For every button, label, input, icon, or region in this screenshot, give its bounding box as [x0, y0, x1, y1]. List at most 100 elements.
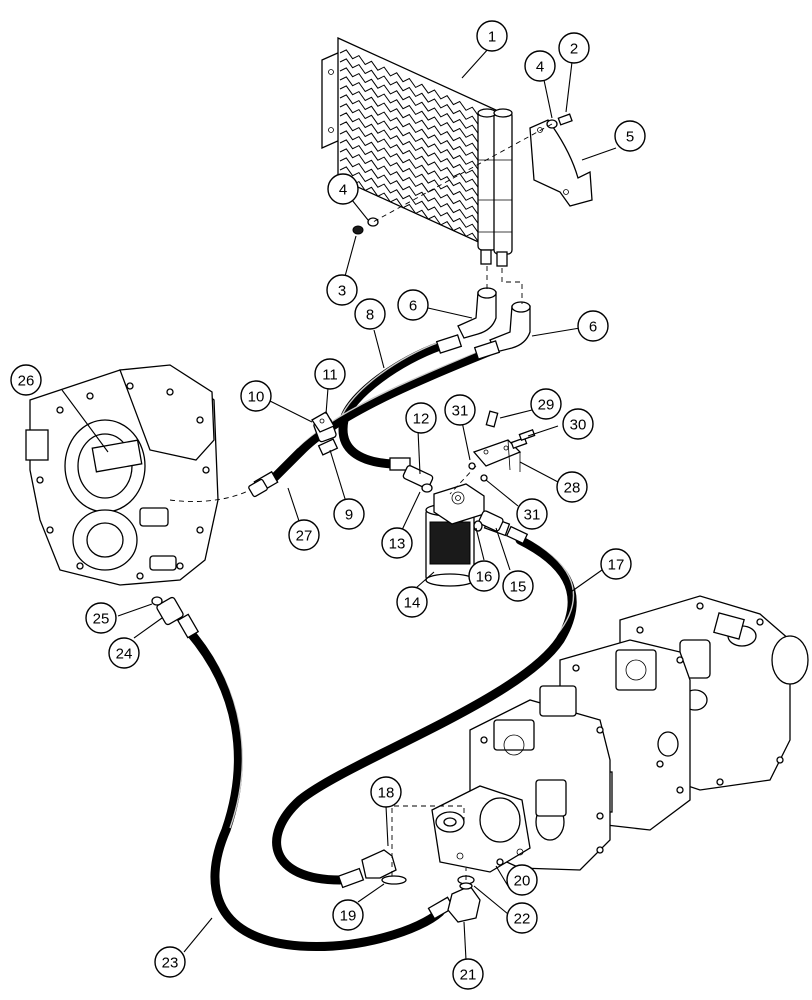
- callout-circle: [468, 560, 500, 592]
- callout-circle: [332, 899, 364, 931]
- callout-circle: [405, 402, 437, 434]
- callout-16: 16: [468, 560, 500, 592]
- callout-31a: 31: [444, 394, 476, 426]
- callout-circle: [154, 946, 186, 978]
- elbow-fittings: [457, 287, 531, 353]
- callout-number: 29: [538, 397, 555, 414]
- callout-18: 18: [370, 776, 402, 808]
- callout-6b: 6: [577, 310, 609, 342]
- callout-8: 8: [354, 298, 386, 330]
- callout-circle: [333, 498, 365, 530]
- callout-circle: [516, 498, 548, 530]
- callout-30: 30: [562, 408, 594, 440]
- callout-9: 9: [333, 498, 365, 530]
- hose-clamp: [311, 411, 339, 456]
- callout-number: 16: [476, 569, 493, 586]
- callout-number: 3: [338, 283, 346, 300]
- callout-number: 2: [570, 41, 578, 58]
- callout-14: 14: [396, 586, 428, 618]
- callout-number: 18: [378, 785, 395, 802]
- callout-number: 25: [93, 611, 110, 628]
- callout-number: 26: [18, 373, 35, 390]
- hydrostatic-pump-assembly: [431, 595, 809, 873]
- callout-4b: 4: [327, 173, 359, 205]
- callout-29: 29: [530, 388, 562, 420]
- callout-number: 15: [510, 579, 527, 596]
- callout-number: 24: [116, 646, 133, 663]
- callout-circle: [502, 570, 534, 602]
- callout-28: 28: [556, 471, 588, 503]
- callout-2: 2: [558, 32, 590, 64]
- callout-circle: [10, 364, 42, 396]
- callout-number: 13: [389, 536, 406, 553]
- callout-circle: [530, 388, 562, 420]
- callout-circle: [108, 637, 140, 669]
- callout-21: 21: [452, 958, 484, 990]
- callout-circle: [562, 408, 594, 440]
- callout-circle: [354, 298, 386, 330]
- washer-and-bolt: [352, 113, 573, 235]
- callout-26: 26: [10, 364, 42, 396]
- callout-circle: [476, 20, 508, 52]
- transmission-fitting: [151, 596, 184, 626]
- callout-number: 11: [322, 367, 338, 384]
- callout-22: 22: [506, 902, 538, 934]
- callout-4a: 4: [524, 50, 556, 82]
- callout-15: 15: [502, 570, 534, 602]
- callout-circle: [600, 548, 632, 580]
- callout-number: 5: [626, 129, 634, 146]
- oil-cooler: [321, 36, 513, 267]
- callout-24: 24: [108, 637, 140, 669]
- callout-circle: [556, 471, 588, 503]
- transmission-housing: [25, 364, 268, 586]
- mounting-bracket: [529, 119, 593, 207]
- callout-circle: [558, 32, 590, 64]
- callout-3: 3: [326, 274, 358, 306]
- callout-circle: [370, 776, 402, 808]
- callout-circle: [452, 958, 484, 990]
- callout-number: 27: [296, 528, 313, 545]
- callout-12: 12: [405, 402, 437, 434]
- callout-circle: [396, 586, 428, 618]
- callout-11: 11: [314, 358, 346, 390]
- callout-23: 23: [154, 946, 186, 978]
- callout-circle: [314, 358, 346, 390]
- callout-circle: [326, 274, 358, 306]
- callout-circle: [381, 527, 413, 559]
- callout-circle: [397, 289, 429, 321]
- callout-20: 20: [506, 864, 538, 896]
- callout-5: 5: [614, 120, 646, 152]
- filter-mount-bracket: [468, 410, 536, 482]
- callout-6a: 6: [397, 289, 429, 321]
- callout-number: 21: [460, 967, 477, 984]
- callout-number: 4: [536, 59, 544, 76]
- callout-circle: [444, 394, 476, 426]
- callout-number: 31: [524, 507, 541, 524]
- callout-number: 19: [340, 908, 357, 925]
- callout-number: 23: [162, 955, 179, 972]
- callout-number: 17: [608, 557, 625, 574]
- callout-number: 10: [248, 389, 265, 406]
- callout-number: 1: [488, 29, 496, 46]
- callout-number: 8: [366, 307, 374, 324]
- hoses: [183, 341, 577, 952]
- callout-17: 17: [600, 548, 632, 580]
- callout-19: 19: [332, 899, 364, 931]
- callout-25: 25: [85, 602, 117, 634]
- callout-number: 6: [409, 298, 417, 315]
- callout-number: 22: [514, 911, 531, 928]
- oil-filter: [402, 465, 504, 587]
- callout-31b: 31: [516, 498, 548, 530]
- callout-27: 27: [288, 519, 320, 551]
- callout-number: 4: [339, 182, 347, 199]
- callout-1: 1: [476, 20, 508, 52]
- callout-labels: 1234456689101112131415161718192021222324…: [10, 20, 646, 990]
- callout-circle: [506, 864, 538, 896]
- callout-circle: [506, 902, 538, 934]
- callout-number: 28: [564, 480, 581, 497]
- callout-10: 10: [240, 380, 272, 412]
- callout-circle: [524, 50, 556, 82]
- callout-circle: [288, 519, 320, 551]
- callout-number: 20: [514, 873, 531, 890]
